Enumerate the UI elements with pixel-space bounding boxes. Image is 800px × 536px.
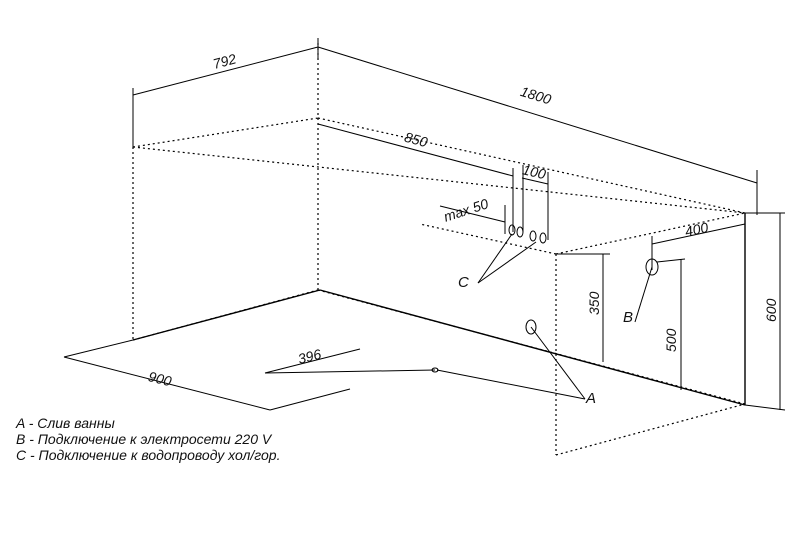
dim-396-label: 396 bbox=[296, 346, 323, 367]
dim-396 bbox=[264, 348, 436, 374]
dim-max50 bbox=[439, 205, 506, 234]
dim-792-label: 792 bbox=[211, 50, 238, 72]
dim-350-label: 350 bbox=[586, 291, 602, 315]
callout-a: A bbox=[585, 390, 596, 407]
callout-b: B bbox=[623, 309, 633, 326]
callout-c: C bbox=[458, 274, 469, 291]
dim-900-label: 900 bbox=[147, 368, 174, 389]
drain bbox=[431, 319, 586, 400]
dim-350 bbox=[556, 253, 610, 362]
legend-item-b: B - Подключение к электросети 220 V bbox=[16, 431, 272, 447]
water-connections bbox=[477, 224, 547, 284]
edge-lines bbox=[132, 213, 746, 406]
dim-850-label: 850 bbox=[403, 129, 430, 151]
dim-900 bbox=[63, 339, 351, 411]
dim-850 bbox=[317, 123, 514, 232]
dim-792 bbox=[132, 38, 319, 147]
dim-600 bbox=[744, 212, 786, 411]
dim-500-label: 500 bbox=[663, 328, 679, 352]
dim-600-label: 600 bbox=[763, 298, 779, 322]
dim-100 bbox=[521, 165, 549, 240]
dim-400 bbox=[651, 223, 746, 270]
legend: A - Слив ванны B - Подключение к электро… bbox=[16, 415, 280, 463]
room-walls bbox=[132, 43, 746, 456]
dim-100-label: 100 bbox=[521, 161, 548, 182]
dim-1800 bbox=[317, 46, 758, 215]
legend-item-a: A - Слив ванны bbox=[16, 415, 115, 431]
dim-500 bbox=[656, 258, 686, 390]
electric-socket bbox=[634, 258, 659, 323]
dim-1800-label: 1800 bbox=[519, 83, 554, 107]
dim-max50-label: max 50 bbox=[442, 195, 491, 224]
legend-item-c: C - Подключение к водопроводу хол/гор. bbox=[16, 447, 281, 463]
dim-400-label: 400 bbox=[683, 219, 709, 240]
